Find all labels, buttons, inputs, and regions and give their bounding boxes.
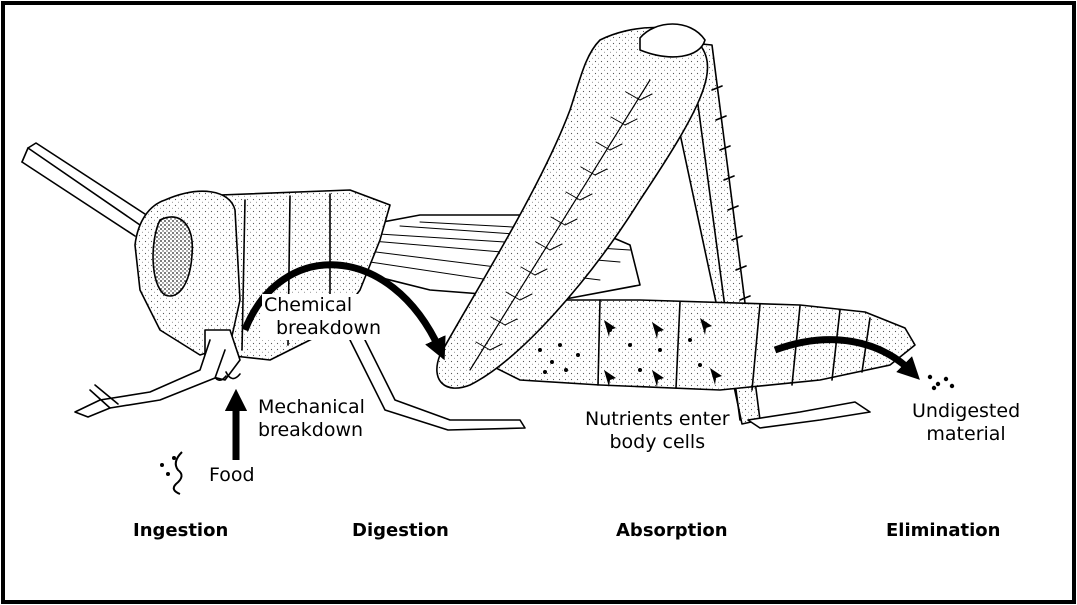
- label-undigested-line1: Undigested: [912, 400, 1020, 423]
- label-mechanical-line1: Mechanical: [258, 396, 365, 419]
- label-chemical-line1: Chemical: [262, 294, 383, 317]
- label-nutrients: Nutrients enter body cells: [583, 408, 732, 454]
- grasshopper-illustration: [22, 24, 915, 430]
- antenna: [28, 143, 148, 225]
- stage-digestion: Digestion: [352, 520, 449, 541]
- stage-ingestion: Ingestion: [133, 520, 228, 541]
- label-chemical-line2: breakdown: [262, 317, 383, 340]
- label-mechanical-breakdown: Mechanical breakdown: [258, 396, 365, 442]
- label-food-text: Food: [209, 464, 255, 486]
- label-undigested-line2: material: [912, 423, 1020, 446]
- food-particles: [160, 452, 182, 494]
- label-chemical-breakdown: Chemical breakdown: [262, 294, 383, 340]
- label-food: Food: [209, 464, 255, 487]
- waste-pellets: [928, 375, 954, 390]
- hind-foot: [748, 402, 870, 428]
- label-nutrients-line2: body cells: [583, 431, 732, 454]
- stage-absorption: Absorption: [616, 520, 728, 541]
- stage-elimination: Elimination: [886, 520, 1000, 541]
- label-nutrients-line1: Nutrients enter: [583, 408, 732, 431]
- label-mechanical-line2: breakdown: [258, 419, 365, 442]
- label-undigested: Undigested material: [912, 400, 1020, 446]
